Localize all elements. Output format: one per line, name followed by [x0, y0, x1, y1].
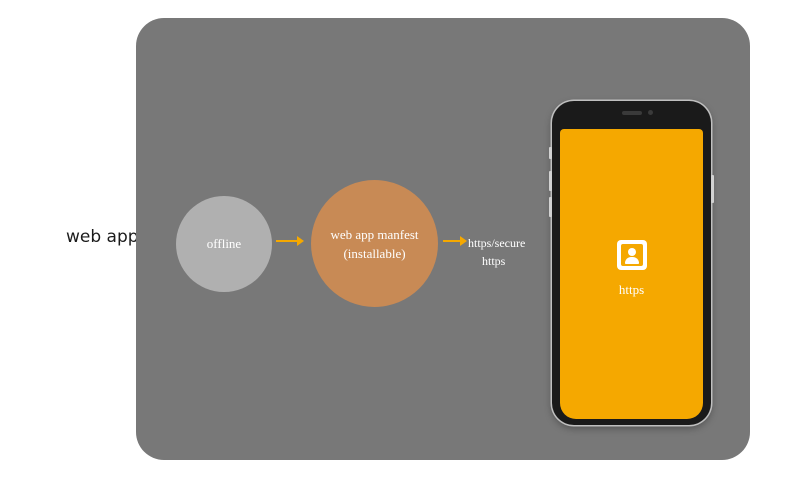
offline-label: offline	[206, 236, 242, 251]
diagram-title: web app	[66, 227, 139, 247]
phone-screen: https	[560, 129, 703, 419]
phone-device: https	[549, 101, 714, 425]
arrow-manifest-to-https	[443, 236, 467, 246]
https-label: https/secure https	[468, 234, 525, 270]
phone-screen-label: https	[618, 282, 645, 297]
user-icon	[616, 240, 647, 270]
offline-node: offline	[176, 196, 272, 292]
phone-side-button	[549, 147, 552, 159]
phone-power-button	[711, 175, 714, 203]
user-icon-background	[620, 244, 643, 266]
arrow-offline-to-manifest	[276, 236, 304, 246]
user-icon-head	[627, 248, 636, 256]
user-icon-body	[624, 257, 639, 264]
phone-volume-up-button	[549, 171, 552, 191]
manifest-node: web app manfest (installable)	[311, 180, 438, 307]
https-label-line2: https	[482, 254, 506, 268]
phone-camera	[648, 110, 653, 115]
phone-speaker	[622, 111, 642, 115]
phone-volume-down-button	[549, 197, 552, 217]
manifest-label-line2: (installable)	[343, 245, 406, 261]
https-label-line1: https/secure	[468, 236, 526, 250]
manifest-label-line1: web app manfest	[330, 226, 419, 242]
